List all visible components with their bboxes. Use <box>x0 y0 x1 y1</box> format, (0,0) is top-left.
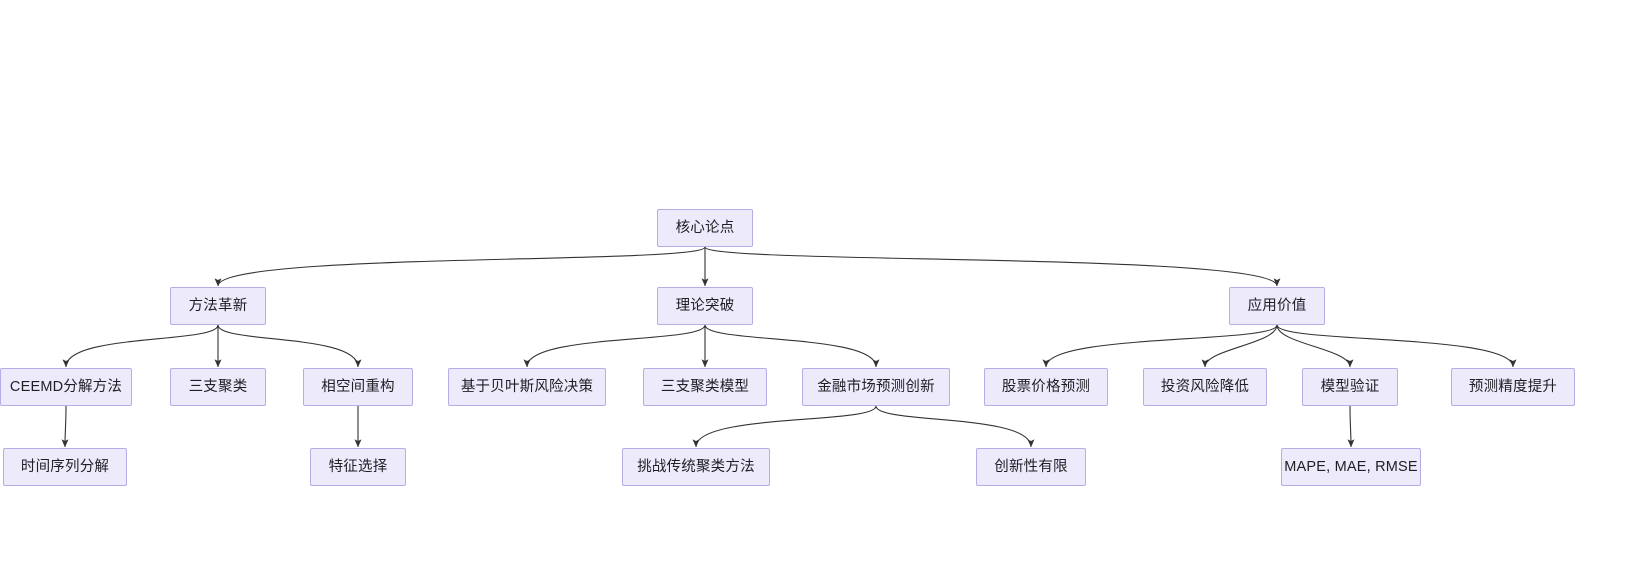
node-label: 核心论点 <box>675 219 735 236</box>
edge-n1-to-n1a <box>62 324 219 368</box>
node-label: 理论突破 <box>675 297 735 314</box>
edge-n2c-to-n2c2 <box>875 405 1035 448</box>
node-label: 挑战传统聚类方法 <box>637 458 755 475</box>
edge-n1-to-n1c <box>217 324 362 368</box>
node-n1a1[interactable]: 时间序列分解 <box>3 448 127 486</box>
node-label: CEEMD分解方法 <box>9 378 123 395</box>
node-label: 相空间重构 <box>321 378 395 395</box>
node-label: MAPE, MAE, RMSE <box>1284 458 1418 475</box>
node-root[interactable]: 核心论点 <box>657 209 753 247</box>
node-label: 基于贝叶斯风险决策 <box>460 378 594 395</box>
node-label: 特征选择 <box>328 458 388 475</box>
node-label: 模型验证 <box>1320 378 1380 395</box>
edge-n2-to-n2a <box>523 324 706 368</box>
edge-n3-to-n3b <box>1201 324 1278 368</box>
node-n2b[interactable]: 三支聚类模型 <box>643 368 767 406</box>
node-label: 股票价格预测 <box>1001 378 1091 395</box>
node-label: 应用价值 <box>1247 297 1307 314</box>
node-n1c1[interactable]: 特征选择 <box>310 448 406 486</box>
node-n2c1[interactable]: 挑战传统聚类方法 <box>622 448 770 486</box>
edge-n1a-to-n1a1 <box>61 405 69 448</box>
edge-n3-to-n3c <box>1276 324 1354 368</box>
node-label: 创新性有限 <box>994 458 1068 475</box>
edge-paths <box>61 246 1517 448</box>
node-label: 预测精度提升 <box>1468 378 1558 395</box>
node-n1b[interactable]: 三支聚类 <box>170 368 266 406</box>
node-n2a[interactable]: 基于贝叶斯风险决策 <box>448 368 606 406</box>
node-label: 时间序列分解 <box>20 458 110 475</box>
node-n2[interactable]: 理论突破 <box>657 287 753 325</box>
node-n3b[interactable]: 投资风险降低 <box>1143 368 1267 406</box>
node-n1c[interactable]: 相空间重构 <box>303 368 413 406</box>
edge-n2-to-n2c <box>704 324 880 368</box>
node-n3[interactable]: 应用价值 <box>1229 287 1325 325</box>
node-n1[interactable]: 方法革新 <box>170 287 266 325</box>
node-label: 投资风险降低 <box>1160 378 1250 395</box>
node-label: 三支聚类模型 <box>660 378 750 395</box>
edge-n3-to-n3d <box>1276 324 1517 368</box>
node-n3a[interactable]: 股票价格预测 <box>984 368 1108 406</box>
node-n3c[interactable]: 模型验证 <box>1302 368 1398 406</box>
node-n3c1[interactable]: MAPE, MAE, RMSE <box>1281 448 1421 486</box>
node-n3d[interactable]: 预测精度提升 <box>1451 368 1575 406</box>
edge-n3-to-n3a <box>1042 324 1278 368</box>
node-n1a[interactable]: CEEMD分解方法 <box>0 368 132 406</box>
node-label: 三支聚类 <box>188 378 248 395</box>
edge-n3c-to-n3c1 <box>1347 405 1355 448</box>
node-n2c2[interactable]: 创新性有限 <box>976 448 1086 486</box>
node-label: 金融市场预测创新 <box>817 378 935 395</box>
edge-root-to-n1 <box>214 246 706 287</box>
node-n2c[interactable]: 金融市场预测创新 <box>802 368 950 406</box>
edge-n2c-to-n2c1 <box>692 405 877 448</box>
edge-root-to-n3 <box>704 246 1281 287</box>
node-label: 方法革新 <box>188 297 248 314</box>
